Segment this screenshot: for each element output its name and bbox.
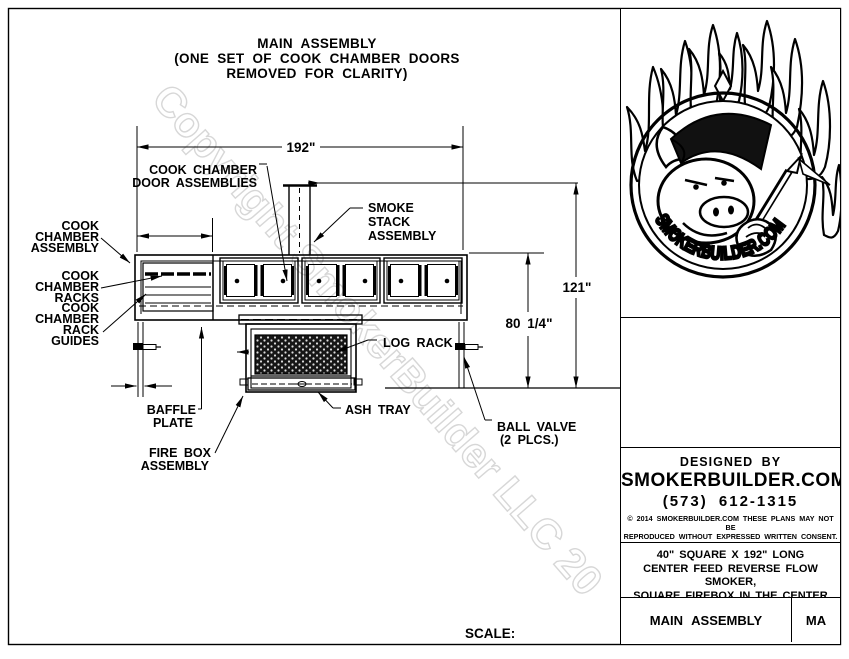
- sheet-border: [7, 7, 842, 646]
- svg-text:ASSEMBLY: ASSEMBLY: [31, 241, 100, 255]
- callout-cook-chamber-assembly: COOK CHAMBER ASSEMBLY: [31, 219, 131, 264]
- svg-text:COOK: COOK: [62, 219, 100, 233]
- svg-text:PLATE: PLATE: [153, 416, 193, 430]
- callout-cook-chamber-rack-guides: COOK CHAMBER RACK GUIDES: [35, 293, 147, 348]
- dimension-80-quarter: 80 1/4": [469, 252, 553, 388]
- svg-text:STACK: STACK: [368, 215, 410, 229]
- svg-text:RACKS: RACKS: [55, 291, 99, 305]
- svg-text:BAFFLE: BAFFLE: [147, 403, 196, 417]
- door-hinge: [254, 265, 258, 296]
- designed-by-panel: DESIGNED BY SMOKERBUILDER.COM (573) 612-…: [621, 448, 840, 543]
- log-rack-mesh: [254, 334, 348, 375]
- left-legs: [111, 322, 172, 397]
- description-line: SQUARE FIREBOX IN THE CENTER: [633, 589, 828, 598]
- sheet-name: MAIN ASSEMBLY: [649, 612, 763, 628]
- smokerbuilder-logo: SMOKERBUILDER.COM: [625, 19, 840, 279]
- logo-ring-outer: [629, 91, 817, 279]
- description-line: CENTER FEED REVERSE FLOW SMOKER,: [643, 562, 818, 589]
- description-panel: 40" SQUARE X 192" LONG CENTER FEED REVER…: [621, 543, 840, 598]
- pig-snout: [698, 195, 750, 229]
- right-legs: [458, 322, 465, 388]
- svg-text:CHAMBER: CHAMBER: [35, 312, 99, 326]
- svg-text:ASSEMBLY: ASSEMBLY: [141, 459, 210, 473]
- dimension-192: 192": [136, 126, 464, 252]
- door-handle: [280, 278, 286, 284]
- callout-cook-chamber-racks: COOK CHAMBER RACKS: [35, 269, 163, 305]
- callout-smoke-stack: SMOKE STACK ASSEMBLY: [314, 201, 437, 243]
- svg-text:CHAMBER: CHAMBER: [35, 230, 99, 244]
- drawn-by: DRAWN BY FC&JD: [621, 541, 840, 542]
- svg-text:COOK: COOK: [62, 301, 100, 315]
- sheet-code: MA: [791, 598, 840, 642]
- copyright-line: REPRODUCED WITHOUT EXPRESSED WRITTEN CON…: [623, 532, 838, 541]
- callout-fire-box: FIRE BOX ASSEMBLY: [141, 395, 244, 473]
- door-handle: [234, 278, 240, 284]
- callout-ash-tray: ASH TRAY: [318, 392, 411, 417]
- door-assembly: [383, 257, 463, 304]
- svg-text:BALL VALVE: BALL VALVE: [497, 420, 576, 434]
- watermark: Copyright SmokerBuilder LLC 20: [143, 74, 613, 605]
- logo-panel: SMOKERBUILDER.COM: [621, 9, 840, 318]
- door-assembly: [219, 257, 299, 304]
- scale-label: SCALE:: [465, 626, 515, 641]
- dimension-121: 121": [320, 182, 592, 388]
- svg-text:(2 PLCS.): (2 PLCS.): [500, 433, 559, 447]
- door-assembly: [301, 257, 381, 304]
- svg-text:COOK CHAMBER: COOK CHAMBER: [149, 163, 257, 177]
- dimension-rack-width: [137, 218, 213, 252]
- pig-mascot-icon: [655, 112, 831, 257]
- chamber-door: [226, 264, 255, 297]
- title-line: (ONE SET OF COOK CHAMBER DOORS: [174, 51, 460, 66]
- dim-height-text: 121": [563, 280, 592, 295]
- svg-text:COOK: COOK: [62, 269, 100, 283]
- description-line: 40" SQUARE X 192" LONG: [656, 549, 805, 561]
- title-line: MAIN ASSEMBLY: [257, 36, 376, 51]
- copyright-line: © 2014 SMOKERBUILDER.COM THESE PLANS MAY…: [627, 514, 834, 532]
- drawing-title: MAIN ASSEMBLY (ONE SET OF COOK CHAMBER D…: [174, 36, 460, 81]
- ball-valve-left: [133, 343, 161, 350]
- pig-glove: [735, 218, 777, 257]
- torch-flame: [797, 156, 831, 186]
- callout-log-rack: LOG RACK: [336, 336, 453, 352]
- welding-cap: [669, 112, 773, 171]
- title-line: REMOVED FOR CLARITY): [226, 66, 407, 81]
- company-name: SMOKERBUILDER.COM: [621, 470, 840, 491]
- svg-text:Copyright SmokerBuilder LLC 20: Copyright SmokerBuilder LLC 20: [143, 75, 612, 604]
- svg-text:DOOR ASSEMBLIES: DOOR ASSEMBLIES: [132, 176, 257, 190]
- svg-text:SMOKE: SMOKE: [368, 201, 414, 215]
- sheet-name-row: MAIN ASSEMBLY MA: [621, 598, 840, 642]
- smoke-stack: [283, 180, 320, 255]
- svg-text:ASSEMBLY: ASSEMBLY: [368, 229, 437, 243]
- callout-baffle-plate: BAFFLE PLATE: [147, 327, 202, 430]
- svg-text:GUIDES: GUIDES: [51, 334, 99, 348]
- svg-text:CHAMBER: CHAMBER: [35, 280, 99, 294]
- dim-length-text: 192": [287, 140, 316, 155]
- svg-text:LOG RACK: LOG RACK: [383, 336, 453, 350]
- door-hinge: [260, 265, 264, 296]
- empty-panel: [621, 318, 840, 448]
- svg-text:RACK: RACK: [63, 323, 99, 337]
- phone-number: (573) 612-1315: [662, 493, 799, 510]
- svg-text:ASH TRAY: ASH TRAY: [345, 403, 411, 417]
- ball-valve-right: [455, 343, 483, 350]
- dim-chamber-height-text: 80 1/4": [506, 316, 553, 331]
- svg-text:FIRE BOX: FIRE BOX: [149, 446, 212, 460]
- callout-ball-valve: BALL VALVE (2 PLCS.): [464, 357, 576, 447]
- title-block: SMOKERBUILDER.COM DESIGNED BY SMOKERBUIL…: [620, 9, 840, 644]
- designed-by-label: DESIGNED BY: [679, 455, 782, 469]
- callout-door-assemblies: COOK CHAMBER DOOR ASSEMBLIES: [132, 163, 287, 281]
- rack-section: [142, 255, 214, 320]
